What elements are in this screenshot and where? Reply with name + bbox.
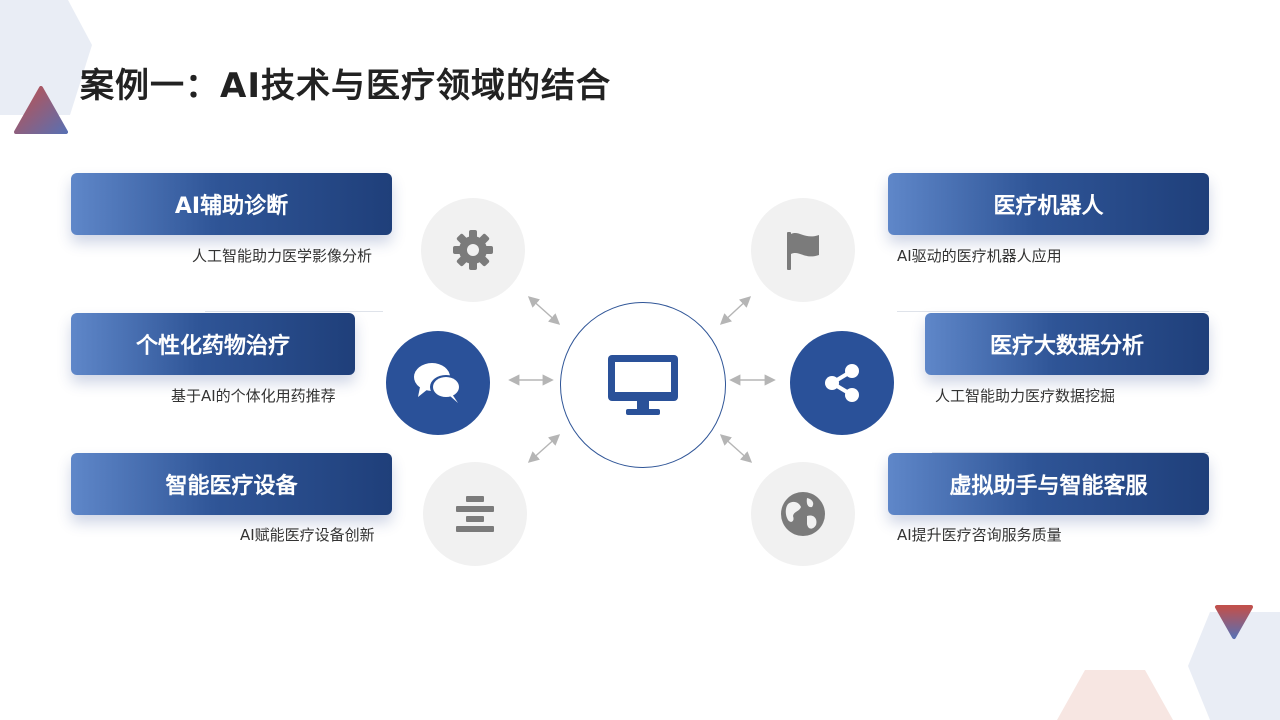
chat-bubbles-icon	[414, 363, 462, 403]
card-big-data-title: 医疗大数据分析	[925, 313, 1209, 375]
peach-shape-decoration	[1057, 670, 1173, 720]
card-ai-diagnosis-title: AI辅助诊断	[71, 173, 392, 235]
card-smart-device-description: AI赋能医疗设备创新	[240, 526, 375, 544]
divider-left-1	[205, 311, 383, 312]
circle-globe	[751, 462, 855, 566]
card-big-data-description: 人工智能助力医疗数据挖掘	[935, 387, 1116, 405]
share-icon	[825, 364, 859, 402]
circle-flag	[751, 198, 855, 302]
triangle-decoration-bottom	[1215, 605, 1253, 639]
arrow-to-align	[527, 434, 561, 463]
triangle-decoration-top	[14, 86, 68, 134]
circle-chat	[386, 331, 490, 435]
card-medical-robot-title: 医疗机器人	[888, 173, 1209, 235]
monitor-icon	[608, 355, 678, 415]
divider-right-1	[897, 311, 1209, 312]
circle-gear	[421, 198, 525, 302]
card-virtual-assistant-description: AI提升医疗咨询服务质量	[897, 526, 1062, 544]
card-medical-robot-description: AI驱动的医疗机器人应用	[897, 247, 1062, 265]
arrow-to-globe	[719, 434, 753, 463]
align-center-icon	[456, 496, 494, 532]
card-smart-device-title: 智能医疗设备	[71, 453, 392, 515]
slide-title: 案例一：AI技术与医疗领域的结合	[80, 66, 611, 106]
corner-hexagon-decoration	[0, 0, 92, 115]
flag-icon	[787, 232, 819, 270]
arrow-to-gear	[527, 296, 561, 325]
corner-hexagon-decoration-bottom	[1188, 612, 1280, 720]
card-personalized-drug-title: 个性化药物治疗	[71, 313, 355, 375]
card-ai-diagnosis-description: 人工智能助力医学影像分析	[192, 247, 373, 265]
circle-share	[790, 331, 894, 435]
globe-icon	[781, 492, 825, 536]
divider-right-2	[932, 452, 1209, 453]
card-virtual-assistant-title: 虚拟助手与智能客服	[888, 453, 1209, 515]
gear-icon	[453, 230, 493, 270]
center-hub	[560, 302, 726, 468]
circle-align	[423, 462, 527, 566]
card-personalized-drug-description: 基于AI的个体化用药推荐	[171, 387, 336, 405]
arrow-to-flag	[719, 296, 752, 325]
